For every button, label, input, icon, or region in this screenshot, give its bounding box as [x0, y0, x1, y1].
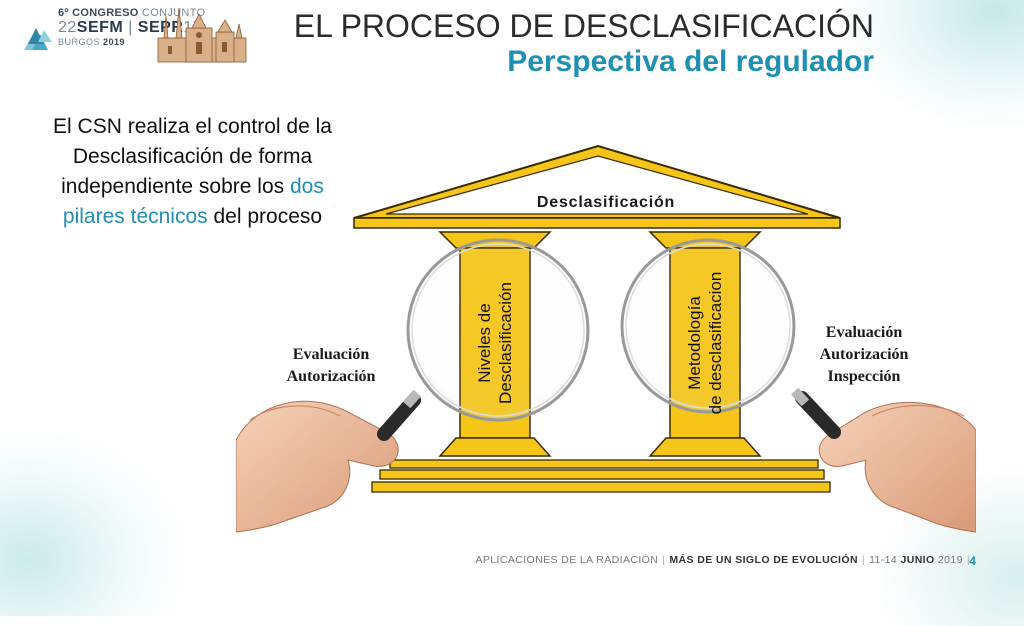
footer-left: APLICACIONES DE LA RADIACIÓN — [475, 554, 659, 566]
footer-year: 2019 — [937, 554, 963, 566]
temple-diagram: Desclasificación Niveles de Desclasifica… — [236, 140, 976, 576]
logo-line2-left: 22 — [58, 19, 77, 36]
intro-highlight: dos pilares técnicos — [62, 175, 324, 228]
pillar-left-line2: Desclasificación — [496, 282, 515, 404]
pillar-right-label: Metodología de desclasificacion — [684, 263, 726, 423]
logo-line2-sefm: SEFM — [76, 19, 124, 36]
eval-right-line2: Autorización — [819, 346, 909, 363]
pillar-right-line2: de desclasificacion — [706, 271, 725, 415]
eval-left-line1: Evaluación — [292, 346, 370, 363]
footer-middle: MÁS DE UN SIGLO DE EVOLUCIÓN — [669, 554, 858, 566]
footer-month: JUNIO — [900, 554, 935, 566]
cathedral-icon — [157, 7, 247, 63]
slide-title: EL PROCESO DE DESCLASIFICACIÓN Perspecti… — [294, 8, 874, 80]
logo-line3-city: BURGOS — [58, 37, 101, 47]
magnifying-glass-right-icon — [620, 238, 976, 533]
pillar-left-line1: Niveles de — [475, 303, 494, 383]
intro-part1: El CSN realiza el control de la Desclasi… — [53, 115, 332, 198]
logo-line2-sepr: SEPR — [137, 19, 184, 36]
page-number: 4 — [969, 554, 976, 568]
eval-right-label: Evaluación Autorización Inspección — [806, 322, 922, 388]
logo-line1-prefix: 6º CONGRESO — [58, 7, 139, 19]
eval-left-line2: Autorización — [286, 368, 376, 385]
intro-paragraph: El CSN realiza el control de la Desclasi… — [40, 112, 345, 232]
title-subtitle: Perspectiva del regulador — [507, 45, 874, 78]
congress-emblem-icon — [24, 28, 52, 50]
eval-right-line1: Evaluación — [825, 324, 903, 341]
decorative-corner-bottom-left — [0, 426, 190, 616]
logo-line3-year: 2019 — [103, 37, 126, 47]
temple-roof — [353, 144, 841, 229]
eval-right-line3: Inspección — [827, 368, 901, 385]
title-main: EL PROCESO DE DESCLASIFICACIÓN — [293, 8, 874, 44]
footer-dates: 11-14 — [869, 554, 898, 566]
logo-line1-suffix: CONJUNTO — [142, 7, 206, 19]
eval-left-label: Evaluación Autorización — [276, 344, 386, 388]
pillar-right-line1: Metodología — [685, 296, 704, 390]
magnifying-glass-left-icon — [236, 238, 590, 533]
footer: APLICACIONES DE LA RADIACIÓN|MÁS DE UN S… — [475, 554, 970, 566]
roof-label: Desclasificación — [536, 194, 676, 211]
temple-steps — [371, 459, 831, 493]
pillar-left-label: Niveles de Desclasificación — [474, 268, 516, 418]
congress-logo: 6º CONGRESO CONJUNTO 22SEFM | SEPR17 BUR… — [22, 6, 262, 68]
temple-svg — [236, 144, 976, 533]
intro-part2: del proceso — [207, 205, 323, 228]
